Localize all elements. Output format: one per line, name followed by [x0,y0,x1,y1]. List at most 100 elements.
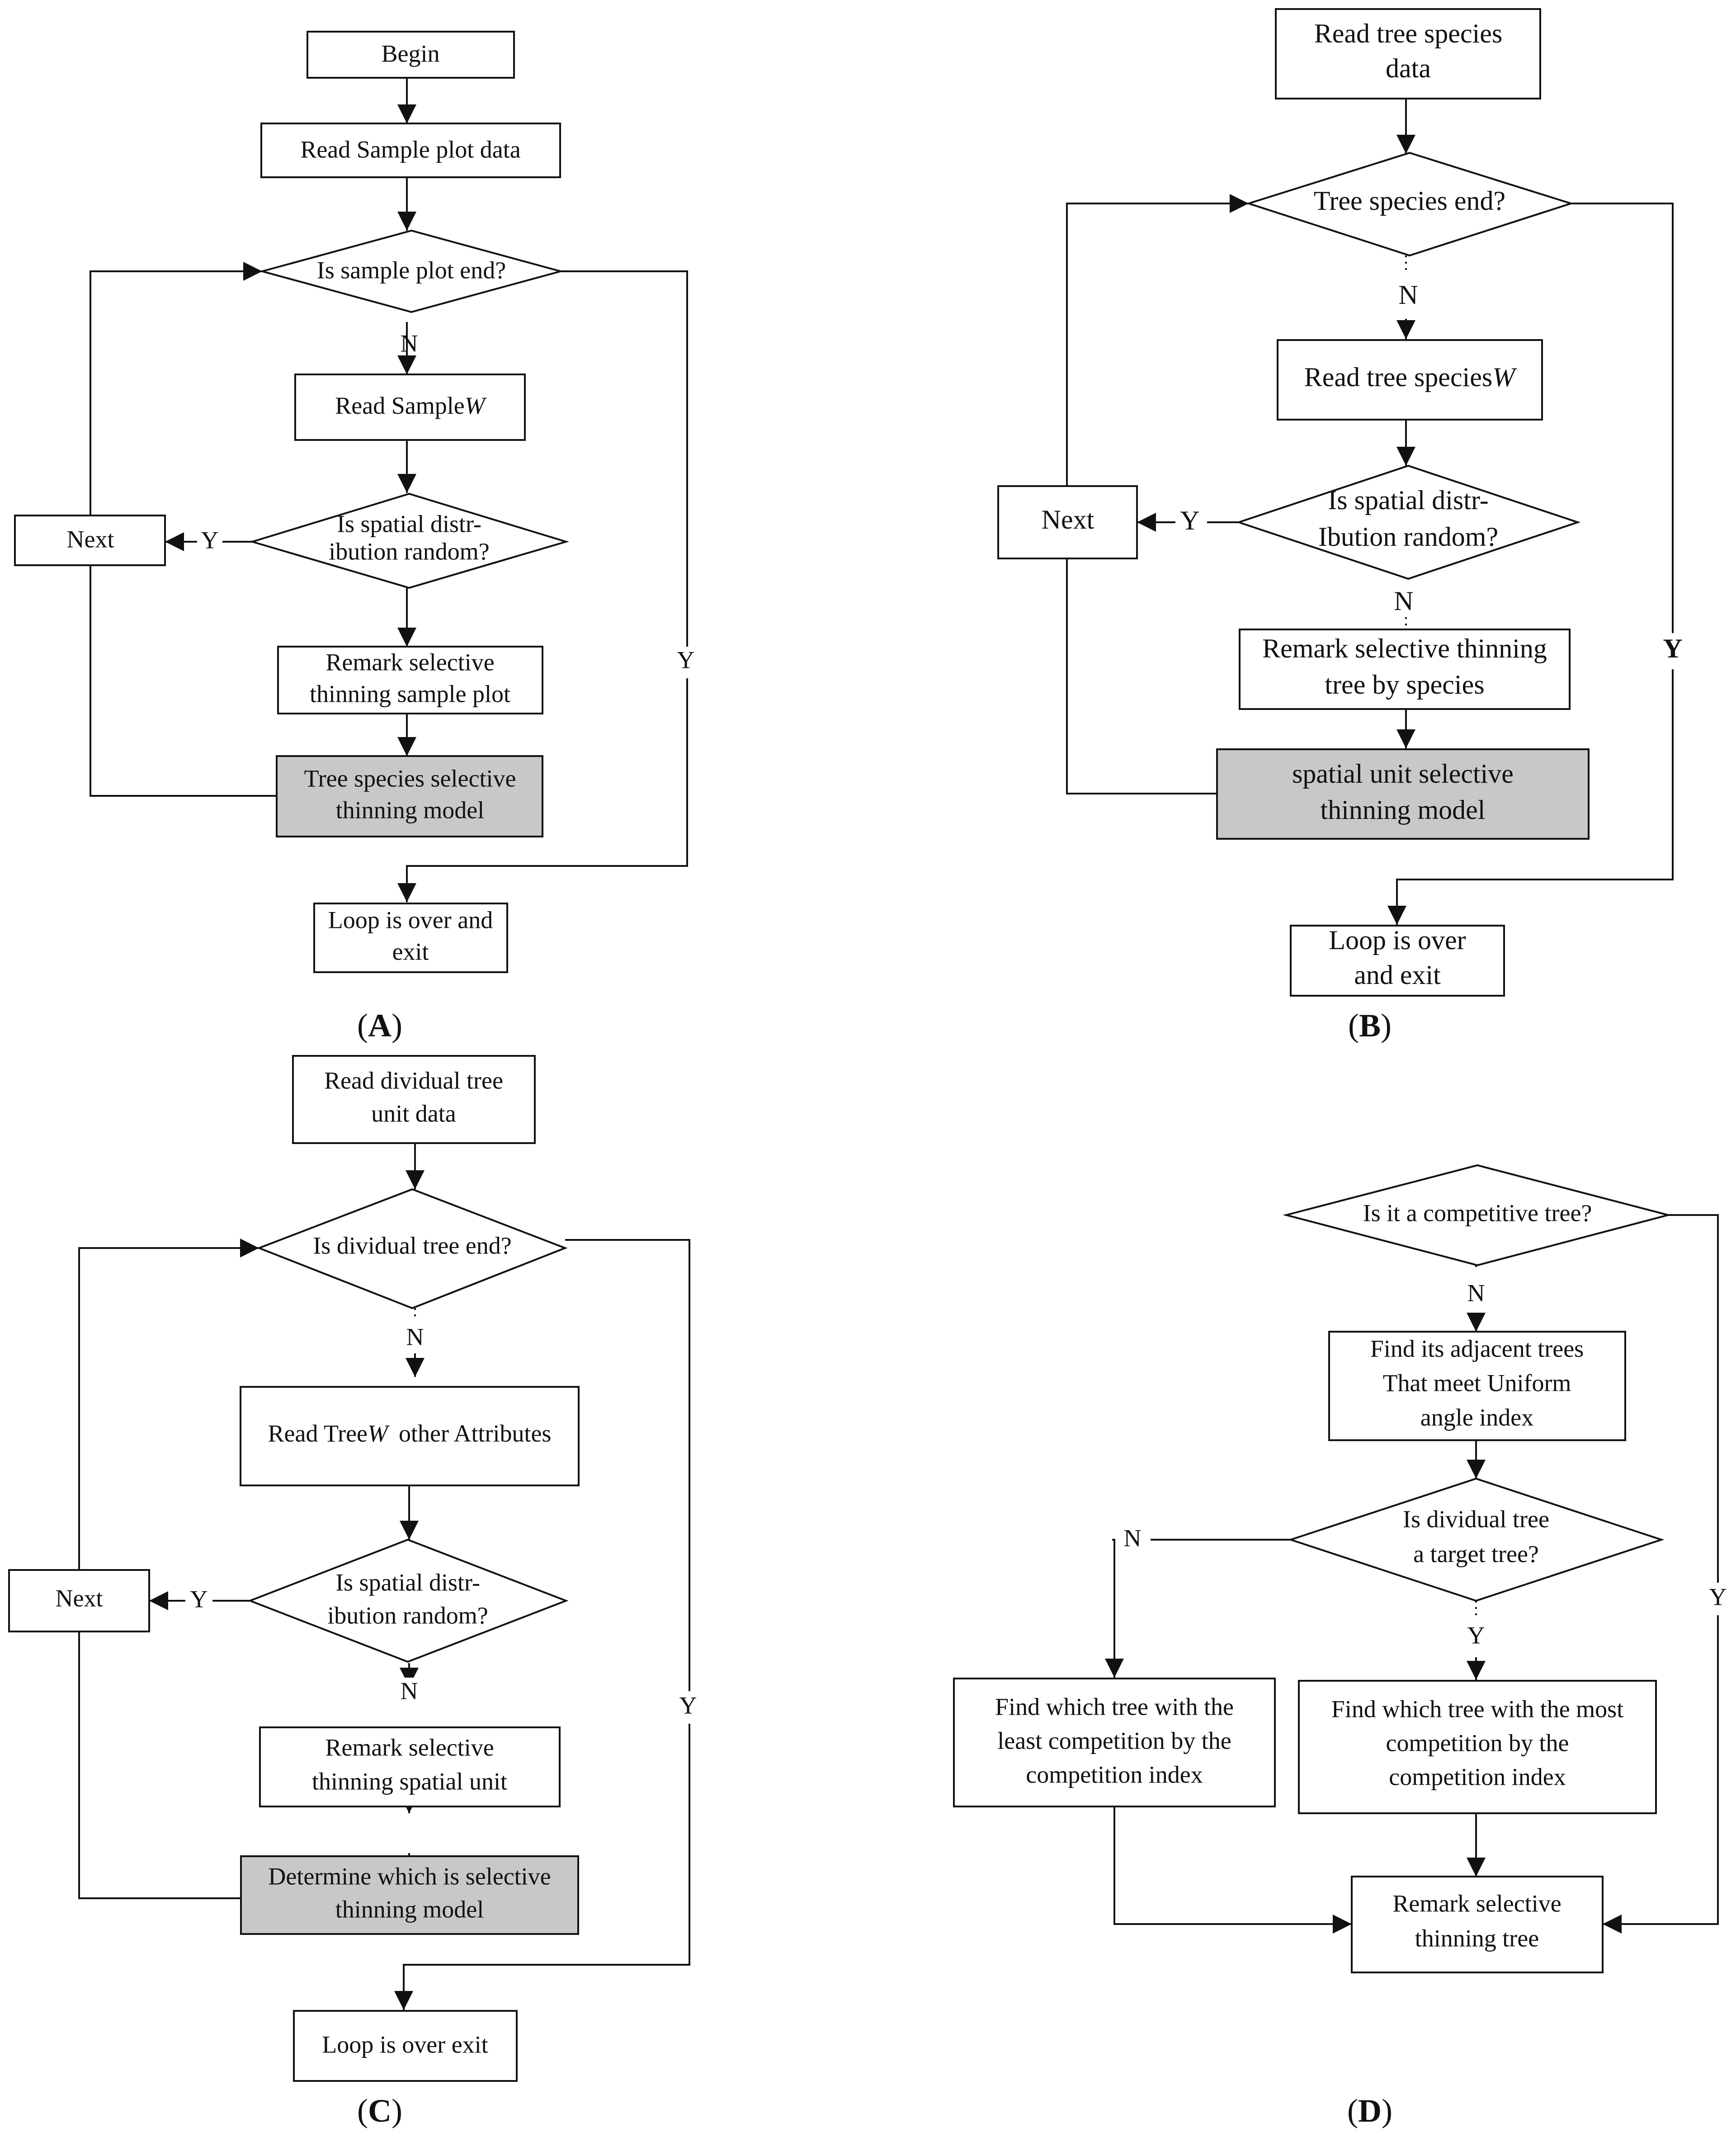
d-target-decision [1288,1477,1665,1602]
b-next-label: Next [1042,505,1094,534]
b-model-label-1: spatial unit selective [1292,759,1514,789]
d-competitive-label: Is it a competitive tree? [1363,1199,1592,1226]
d-n2-label: N [1124,1524,1142,1551]
c-y-next-mask [185,1585,212,1616]
c-spatial-label-2: ibution random? [327,1602,488,1629]
d-competitive-decision [1283,1164,1672,1267]
b-spatial-label-1: Is spatial distr- [1328,485,1488,515]
b-remark-label-1: Remark selective thinning [1262,634,1547,663]
c-remark-node [259,1726,561,1807]
d-most-node [1298,1680,1657,1814]
b-next-node [997,485,1138,559]
b-y-exit-label: Y [1663,634,1682,663]
c-y-exit-mask [676,1691,703,1724]
c-read-tree-node [240,1386,580,1486]
c-n2-mask [396,1678,423,1694]
c-read-tree-post: other Attributes [399,1420,551,1447]
a-read-sample-label: Read SampleW [335,392,487,419]
c-tree-end-decision [256,1188,568,1310]
c-exit-node [293,2010,518,2082]
a-spatial-decision [249,492,569,589]
b-n1-label: N [1398,280,1418,310]
a-plot-end-decision [259,229,564,313]
b-read-species-text: Read tree species [1304,362,1492,392]
d-n1-label: N [1467,1279,1485,1306]
b-model-label-2: thinning model [1321,795,1486,825]
b-exit-label-1: Loop is over [1329,925,1466,955]
d-adjacent-label-1: Find its adjacent trees [1370,1335,1584,1362]
c-read-label-1: Read dividual tree [324,1067,503,1094]
c-n2-label: N [401,1677,418,1704]
b-read-label-1: Read tree species [1314,19,1502,48]
a-spatial-label-2: ibution random? [329,538,489,565]
b-y-next-label: Y [1180,506,1199,535]
a-exit-node [313,903,508,973]
a-read-sample-node [294,374,526,441]
d-caption-letter: D [1358,2093,1382,2129]
d-most-label-1: Find which tree with the most [1331,1695,1623,1722]
a-n-label: N [401,330,418,357]
d-adjacent-label-3: angle index [1420,1404,1533,1431]
c-model-label-2: thinning model [335,1896,484,1923]
c-exit-label: Loop is over exit [322,2031,488,2058]
a-remark-label-1: Remark selective [326,648,494,676]
c-next-label: Next [56,1584,103,1612]
a-spatial-label-1: Is spatial distr- [337,510,481,537]
d-remark-label-2: thinning tree [1415,1924,1539,1952]
a-remark-label-2: thinning sample plot [310,680,510,707]
a-begin-label: Begin [382,40,440,67]
b-y-next-mask [1175,507,1207,537]
a-y-next-label: Y [201,526,219,553]
a-model-label-2: thinning model [336,796,484,823]
c-spatial-decision [247,1538,569,1663]
b-caption: (B) [1348,1007,1392,1044]
d-least-node [953,1678,1276,1807]
b-read-label-2: data [1386,53,1431,83]
a-w-var: W [465,392,487,419]
c-read-tree-pre: Read Tree [268,1420,368,1447]
a-next-node [14,515,166,566]
a-model-label-1: Tree species selective [304,765,516,792]
panel-a: Begin Read Sample plot data Is sample pl… [14,31,701,1044]
b-exit-label-2: and exit [1354,960,1441,990]
c-read-data-node [292,1055,536,1144]
c-caption-letter: C [368,2093,392,2129]
c-next-node [8,1569,150,1632]
c-tree-end-label: Is dividual tree end? [313,1232,511,1259]
d-y2-label: Y [1709,1583,1727,1610]
d-least-label-3: competition index [1026,1761,1203,1788]
d-remark-node [1351,1876,1604,1973]
c-w-var: W [368,1420,390,1447]
b-spatial-label-2: Ibution random? [1318,522,1498,552]
c-read-label-2: unit data [371,1100,456,1127]
b-spatial-decision [1236,464,1581,580]
c-remark-label-1: Remark selective [325,1734,494,1761]
b-read-species-node [1277,339,1543,421]
d-caption: (D) [1347,2093,1392,2129]
c-model-label-1: Determine which is selective [268,1863,551,1890]
b-exit-node [1290,925,1505,997]
a-y-exit-label: Y [677,646,695,673]
c-caption: (C) [357,2093,402,2129]
panel-d: Is it a competitive tree? N Find its adj… [953,1164,1731,2129]
a-y-next-mask [197,528,222,555]
c-model-node [240,1855,579,1935]
a-remark-node [277,646,543,714]
d-most-label-2: competition by the [1386,1729,1569,1756]
d-adjacent-node [1328,1331,1626,1441]
panel-b: Read tree species data Tree species end?… [997,8,1689,1044]
a-caption-letter: A [368,1007,392,1044]
b-read-data-node [1275,8,1541,99]
d-target-label-1: Is dividual tree [1403,1505,1549,1532]
b-read-species-label: Read tree speciesW [1304,362,1517,392]
b-species-end-label: Tree species end? [1314,186,1505,216]
d-adjacent-label-2: That meet Uniform [1383,1369,1571,1396]
d-least-label-2: least competition by the [997,1727,1231,1754]
c-n1-label: N [406,1323,424,1350]
b-caption-letter: B [1359,1007,1381,1044]
d-y1-label: Y [1467,1622,1485,1649]
d-remark-label-1: Remark selective [1392,1890,1561,1917]
a-read-sample-text: Read Sample [335,392,464,419]
